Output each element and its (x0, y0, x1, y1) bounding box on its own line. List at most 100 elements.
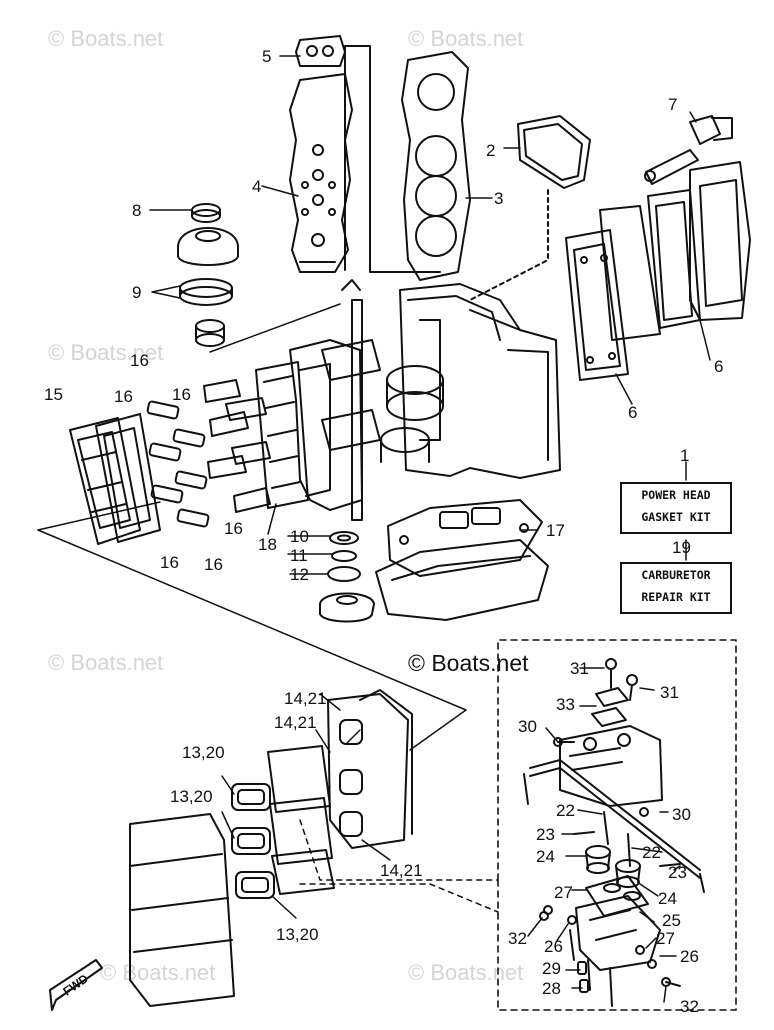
reed-plate (95, 413, 161, 543)
part-15-reed-gasket (69, 417, 141, 545)
part-8-seal (191, 203, 221, 223)
callout-24: 24 (658, 889, 677, 908)
callout-32: 32 (680, 997, 699, 1016)
callout-16: 16 (160, 553, 179, 572)
part-9-upper-housing (177, 227, 239, 266)
pistons (380, 365, 444, 463)
part-28-29-jets (577, 961, 589, 993)
callout-14-21: 14,21 (274, 713, 317, 732)
watermark-center: © Boats.net (408, 650, 529, 676)
part-7-fitting (689, 115, 733, 145)
callout-18: 18 (258, 535, 277, 554)
callout-27: 27 (554, 883, 573, 902)
callout-17: 17 (546, 521, 565, 540)
watermark: © Boats.net (408, 960, 524, 985)
part-2-gasket (517, 115, 591, 189)
callout-32: 32 (508, 929, 527, 948)
callout-15: 15 (44, 385, 63, 404)
kit-number-1: 1 (680, 446, 690, 465)
callout-16: 16 (130, 351, 149, 370)
gasket-kit-box: POWER HEAD GASKET KIT (620, 482, 732, 534)
intake-silencer-plates (267, 745, 335, 895)
watermark: © Boats.net (100, 960, 216, 985)
callout-6: 6 (714, 357, 724, 376)
kit-number-19: 19 (672, 538, 691, 557)
callout-16: 16 (224, 519, 243, 538)
gasket-kit-line2: GASKET KIT (641, 510, 711, 524)
watermark: © Boats.net (48, 650, 164, 675)
callout-3: 3 (494, 189, 504, 208)
watermark: © Boats.net (48, 26, 164, 51)
callout-4: 4 (252, 177, 262, 196)
callout-6: 6 (628, 403, 638, 422)
callout-30: 30 (518, 717, 537, 736)
part-31-screws (605, 658, 638, 701)
part-24-floats (585, 845, 641, 888)
callout-22: 22 (642, 843, 661, 862)
part-26-27-screws (543, 905, 657, 1007)
part-18-gasket (255, 361, 309, 509)
part-33-cover (591, 687, 629, 727)
carburetor-body (559, 725, 663, 807)
callout-16: 16 (114, 387, 133, 406)
crankcase (289, 339, 363, 511)
gasket-kit-line1: POWER HEAD (641, 488, 711, 502)
callout-31: 31 (660, 683, 679, 702)
part-4-gasket (289, 73, 353, 273)
callout-25: 25 (662, 911, 681, 930)
callout-8: 8 (132, 201, 142, 220)
callout-11: 11 (290, 546, 308, 565)
callout-27: 27 (656, 929, 675, 948)
bearing (195, 319, 225, 347)
callout-16: 16 (204, 555, 223, 574)
part-10-seal (329, 531, 359, 545)
part-7-valve (644, 149, 699, 185)
callout-9: 9 (132, 283, 142, 302)
callout-23: 23 (536, 825, 555, 844)
callout-13-20: 13,20 (182, 743, 225, 762)
carb-kit-line1: CARBURETOR (641, 568, 711, 582)
callout-16: 16 (172, 385, 191, 404)
part-23-valves (573, 831, 681, 867)
part-16-reed-gaskets (146, 400, 210, 528)
part-6-plates (565, 205, 661, 381)
callout-13-20: 13,20 (276, 925, 319, 944)
part-3-head-gasket (401, 51, 471, 281)
carb-kit-box: CARBURETOR REPAIR KIT (620, 562, 732, 614)
part-11-bearing (331, 550, 357, 562)
callout-2: 2 (486, 141, 496, 160)
part-9-rings (179, 278, 233, 306)
callout-7: 7 (668, 95, 678, 114)
reed-blocks (203, 379, 271, 513)
carburetor-flange-plates (327, 689, 413, 849)
part-13-20-gaskets (231, 783, 275, 899)
callout-28: 28 (542, 979, 561, 998)
callout-26: 26 (680, 947, 699, 966)
callout-23: 23 (668, 863, 687, 882)
float-bowl-group (523, 759, 705, 893)
float-bowl (575, 895, 661, 971)
callout-5: 5 (262, 47, 272, 66)
callout-14-21: 14,21 (284, 689, 327, 708)
callout-12: 12 (290, 565, 309, 584)
part-12-oring (327, 566, 361, 582)
lower-housing (319, 592, 375, 623)
carb-kit-line2: REPAIR KIT (641, 590, 711, 604)
watermark: © Boats.net (48, 340, 164, 365)
callout-29: 29 (542, 959, 561, 978)
callout-24: 24 (536, 847, 555, 866)
exhaust-cover (375, 539, 549, 621)
part-30-screws (553, 737, 649, 817)
callout-22: 22 (556, 801, 575, 820)
silencer-cover (129, 813, 235, 1007)
callout-13-20: 13,20 (170, 787, 213, 806)
callout-26: 26 (544, 937, 563, 956)
callout-14-21: 14,21 (380, 861, 423, 880)
callout-31: 31 (570, 659, 589, 678)
fwd-arrow (49, 959, 103, 1011)
part-5-gasket (295, 35, 346, 67)
callout-10: 10 (290, 527, 309, 546)
watermark: © Boats.net (408, 26, 524, 51)
